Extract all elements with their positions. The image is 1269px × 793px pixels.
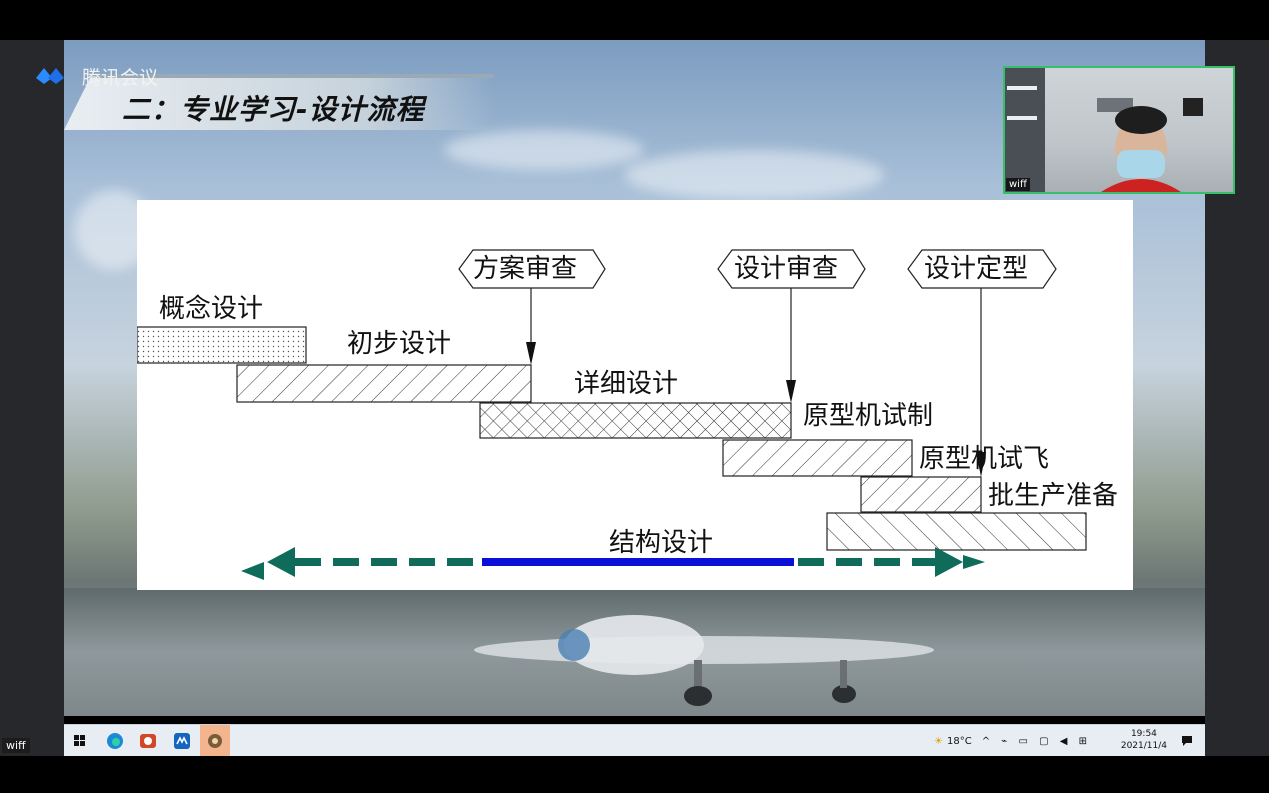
phase-label: 详细设计 bbox=[574, 369, 679, 399]
meeting-logo-icon bbox=[36, 68, 64, 84]
phase-label: 概念设计 bbox=[159, 294, 264, 324]
milestone-hexagon bbox=[907, 249, 1057, 289]
milestone-label: 方案审查 bbox=[473, 254, 578, 284]
start-icon[interactable] bbox=[70, 725, 90, 756]
system-tray: ☀ 18°C ^ ⌁ ▭ ▢ ◀ ⊞ bbox=[934, 725, 1091, 756]
cloud bbox=[444, 130, 644, 170]
active-app-icon[interactable] bbox=[200, 725, 230, 756]
bar-prototype-manufacture bbox=[722, 439, 913, 477]
participant-video-tile[interactable]: wiff bbox=[1003, 66, 1235, 194]
bar-production-prep bbox=[826, 512, 1087, 551]
clock[interactable]: 19:54 2021/11/4 bbox=[1121, 728, 1167, 752]
left-arrowhead bbox=[267, 547, 295, 577]
powerpoint-icon[interactable] bbox=[134, 725, 162, 756]
meeting-app-icon[interactable] bbox=[168, 725, 196, 756]
shared-taskbar: ☀ 18°C ^ ⌁ ▭ ▢ ◀ ⊞ 19:54 2021/11/4 bbox=[64, 724, 1205, 756]
weather-temp: 18°C bbox=[946, 735, 972, 747]
milestone-label: 设计定型 bbox=[924, 254, 1029, 284]
weather-icon: ☀ bbox=[934, 735, 943, 747]
milestone-label: 设计审查 bbox=[734, 254, 839, 284]
structure-design-label: 结构设计 bbox=[609, 528, 714, 558]
notification-icon[interactable] bbox=[1176, 725, 1198, 756]
participant-name: wiff bbox=[1006, 178, 1030, 191]
right-arrowhead bbox=[935, 547, 963, 577]
app-name: 腾讯会议 bbox=[82, 67, 159, 89]
bar-prototype-flight bbox=[860, 476, 982, 513]
edge-browser-icon[interactable] bbox=[102, 725, 128, 756]
airplane-image bbox=[474, 615, 934, 706]
design-flow-diagram: 方案审查 设计审查 设计定型 概念设计 初步设计 详细设计 原型机试制 原型机试… bbox=[137, 200, 1133, 590]
phase-label: 原型机试飞 bbox=[919, 444, 1050, 474]
phase-label: 批生产准备 bbox=[988, 481, 1119, 511]
tray-icons[interactable]: ^ ⌁ ▭ ▢ ◀ ⊞ bbox=[981, 735, 1091, 747]
title-banner bbox=[64, 74, 494, 130]
bar-concept-design bbox=[137, 326, 307, 364]
participant-video bbox=[1005, 68, 1203, 192]
self-name-tag: wiff bbox=[2, 738, 30, 753]
bar-detailed-design bbox=[479, 402, 792, 439]
cloud bbox=[624, 150, 884, 200]
slide-title: 二：专业学习-设计流程 bbox=[122, 93, 425, 126]
clock-date: 2021/11/4 bbox=[1120, 741, 1167, 751]
milestone-hexagon bbox=[458, 249, 606, 289]
left-gutter bbox=[0, 40, 64, 756]
milestone-hexagon bbox=[717, 249, 866, 289]
left-arrowhead bbox=[241, 562, 264, 580]
clock-time: 19:54 bbox=[1130, 729, 1157, 739]
phase-label: 初步设计 bbox=[347, 329, 452, 359]
bar-preliminary-design bbox=[236, 364, 532, 403]
phase-label: 原型机试制 bbox=[803, 401, 934, 431]
